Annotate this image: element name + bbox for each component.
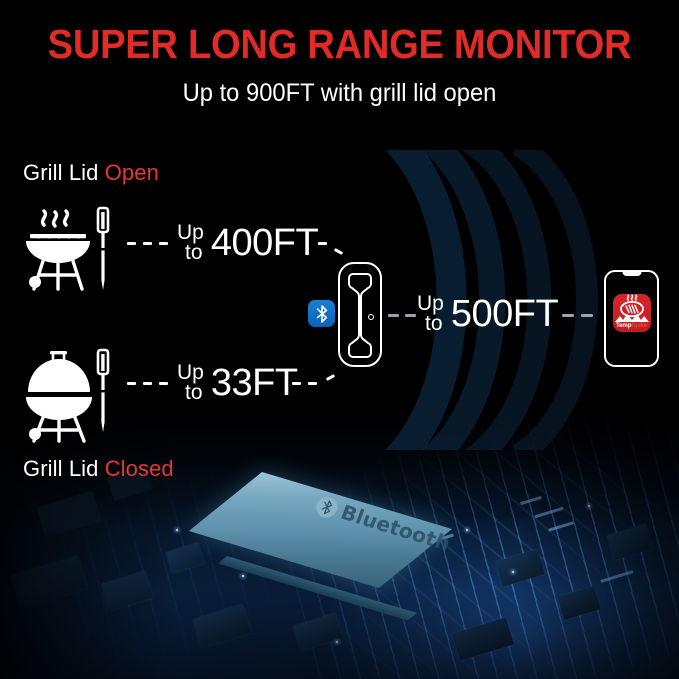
lid-closed-prefix: Grill Lid: [23, 456, 105, 481]
connector-dash: [581, 314, 593, 317]
connector-dash: [388, 314, 399, 317]
up-to-stack: Up to: [176, 361, 204, 404]
chip-bluetooth-logo: Bluetooth: [313, 493, 454, 555]
up-to-stack: Up to: [176, 221, 204, 264]
connector-dash: [143, 382, 152, 385]
bluetooth-badge: [308, 300, 335, 327]
connector-dash: [333, 248, 344, 255]
meat-probe-icon: [96, 348, 110, 432]
label-grill-lid-open: Grill Lid Open: [23, 160, 159, 186]
app-name-part1: Temp: [615, 322, 632, 330]
steak-icon: [614, 294, 649, 322]
app-name-part2: Spike: [631, 322, 648, 330]
phone-notch: [622, 271, 641, 276]
app-name: TempSpike: [613, 323, 651, 329]
label-grill-lid-closed: Grill Lid Closed: [23, 456, 174, 482]
lid-open-state: Open: [104, 160, 159, 185]
connector-dash: [562, 314, 574, 317]
device-led-indicator: [368, 314, 374, 320]
lid-open-prefix: Grill Lid: [23, 160, 105, 185]
up-word: Up: [417, 292, 444, 315]
connector-dash: [405, 314, 416, 317]
up-word: Up: [177, 221, 204, 244]
range-label-33ft: Up to 33FT: [176, 361, 298, 404]
connector-dash: [127, 242, 136, 245]
range-value-400ft: 400FT: [210, 222, 319, 264]
phone[interactable]: TempSpike: [604, 270, 659, 367]
bluetooth-chip: Bluetooth: [188, 472, 470, 622]
connector-dash: [292, 382, 301, 385]
page-subtitle: Up to 900FT with grill lid open: [182, 79, 497, 107]
connector-dash: [127, 382, 136, 385]
transmitter-device[interactable]: [338, 262, 382, 367]
page-title: SUPER LONG RANGE MONITOR: [47, 21, 632, 67]
connector-dash: [159, 242, 168, 245]
range-label-400ft: Up to 400FT: [176, 221, 319, 264]
range-value-500ft: 500FT: [450, 293, 559, 335]
grill-closed-icon: [24, 351, 94, 443]
range-value-33ft: 33FT: [210, 362, 298, 404]
grill-open-icon: [26, 209, 90, 291]
to-word: to: [185, 241, 203, 264]
connector-dash: [308, 382, 317, 385]
bluetooth-icon: [313, 493, 341, 520]
device-inner-shape: [348, 273, 372, 358]
range-label-500ft: Up to 500FT: [416, 292, 559, 335]
to-word: to: [425, 312, 443, 335]
connector-dash: [159, 382, 168, 385]
lid-closed-state: Closed: [104, 456, 174, 481]
meat-probe-icon: [96, 206, 110, 290]
connector-dash: [318, 242, 327, 245]
up-word: Up: [177, 361, 204, 384]
connector-dash: [143, 242, 152, 245]
to-word: to: [185, 381, 203, 404]
bluetooth-icon: [316, 304, 327, 323]
tempspike-app-icon[interactable]: TempSpike: [612, 294, 651, 332]
up-to-stack: Up to: [416, 292, 444, 335]
